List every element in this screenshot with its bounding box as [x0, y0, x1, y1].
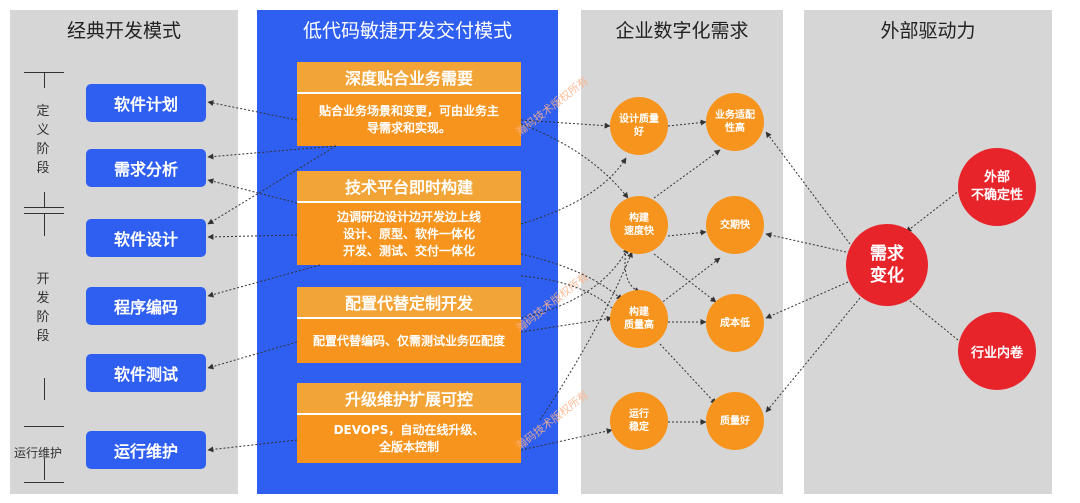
phase-arrow: [44, 458, 45, 480]
step-operation: 运行维护: [86, 431, 206, 469]
lowcode-block-body: DEVOPS，自动在线升级、全版本控制: [297, 415, 521, 463]
demand-column-title: 企业数字化需求: [615, 20, 749, 42]
lowcode-block-body: 配置代替编码、仅需测试业务匹配度: [297, 319, 521, 363]
phase-divider: [24, 213, 64, 214]
demand-circle-build-speed: 构建速度快: [610, 196, 668, 254]
step-coding: 程序编码: [86, 287, 206, 325]
phase-arrow: [44, 72, 45, 88]
phase-run-label: 运行维护: [14, 446, 63, 460]
phase-divider: [24, 207, 64, 208]
phase-arrow: [44, 192, 45, 207]
lowcode-block-title: 技术平台即时构建: [297, 171, 521, 203]
lowcode-block-body: 贴合业务场景和变更，可由业务主导需求和实现。: [297, 94, 521, 146]
demand-circle-design-quality: 设计质量好: [610, 97, 668, 155]
step-requirement-analysis: 需求分析: [86, 149, 206, 187]
demand-circle-build-quality: 构建质量高: [610, 290, 668, 348]
phase-develop-label: 开发阶段: [36, 272, 50, 344]
classic-column-title: 经典开发模式: [66, 20, 181, 42]
step-software-plan: 软件计划: [86, 84, 206, 122]
phase-define-label: 定义阶段: [36, 104, 50, 176]
demand-circle-good-quality: 质量好: [706, 392, 764, 450]
phase-divider: [24, 482, 64, 483]
lowcode-block-title: 升级维护扩展可控: [297, 383, 521, 415]
external-industry-competition: 行业内卷: [958, 312, 1036, 390]
external-column-title: 外部驱动力: [880, 20, 976, 42]
step-software-design: 软件设计: [86, 219, 206, 257]
demand-circle-fast-delivery: 交期快: [706, 196, 764, 254]
demand-circle-stable-operation: 运行稳定: [610, 392, 668, 450]
step-testing: 软件测试: [86, 354, 206, 392]
phase-arrow: [44, 378, 45, 400]
external-uncertainty: 外部不确定性: [958, 148, 1036, 226]
lowcode-block-title: 配置代替定制开发: [297, 287, 521, 319]
lowcode-block-body: 边调研边设计边开发边上线设计、原型、软件一体化开发、测试、交付一体化: [297, 203, 521, 265]
phase-arrow: [44, 214, 45, 236]
lowcode-column-title: 低代码敏捷开发交付模式: [302, 20, 512, 42]
lowcode-block-title: 深度贴合业务需要: [297, 62, 521, 94]
demand-circle-low-cost: 成本低: [706, 294, 764, 352]
external-demand-change: 需求变化: [846, 224, 928, 306]
demand-circle-business-fit: 业务适配性高: [706, 93, 764, 151]
phase-divider: [24, 426, 64, 427]
